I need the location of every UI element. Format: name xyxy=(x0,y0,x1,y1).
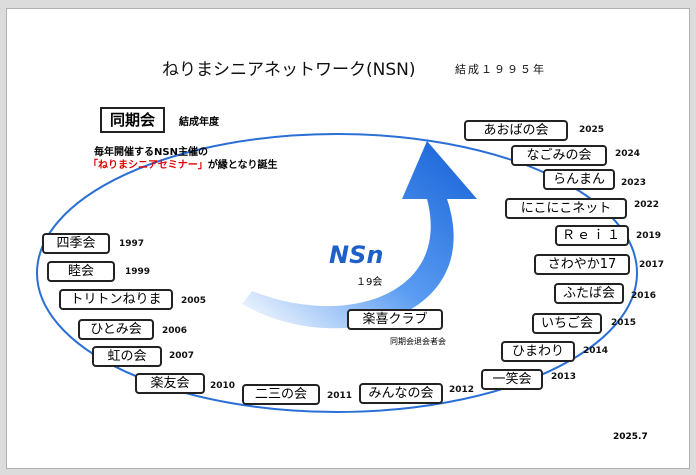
group-year-aoba-no-kai: 2025 xyxy=(579,125,605,135)
group-box-niji-no-kai: 虹の会 xyxy=(92,346,162,367)
network-ellipse xyxy=(36,133,638,413)
note-line-2: 「ねりまシニアセミナー」が縁となり誕生 xyxy=(88,156,278,171)
group-box-futabakai: ふたば会 xyxy=(554,283,624,304)
nsn-logo: NSn xyxy=(325,233,391,273)
group-box-triton-nerima: トリトンねりま xyxy=(59,289,173,310)
group-year-issyokai: 2013 xyxy=(551,372,577,382)
group-box-rakki-club: 楽喜クラブ xyxy=(347,309,443,330)
group-box-minna-no-kai: みんなの会 xyxy=(359,383,443,404)
group-box-nikoniko-net: にこにこネット xyxy=(505,198,627,219)
group-box-mutsumikai: 睦会 xyxy=(47,261,115,282)
group-year-himawari: 2014 xyxy=(583,346,609,356)
group-year-nagomi-no-kai: 2024 xyxy=(615,149,641,159)
page-title: ねりまシニアネットワーク(NSN) xyxy=(162,60,416,80)
group-box-nisan-no-kai: 二三の会 xyxy=(242,384,320,405)
cycle-graphic xyxy=(36,133,638,413)
group-box-ranman: らんまん xyxy=(543,169,615,190)
growth-arrow xyxy=(242,141,477,329)
group-year-shikikai: 1997 xyxy=(119,239,145,249)
group-box-issyokai: 一笑会 xyxy=(481,369,543,390)
group-year-rakuyukai: 2010 xyxy=(210,381,236,391)
group-year-nikoniko-net: 2022 xyxy=(634,200,660,210)
group-year-ranman: 2023 xyxy=(621,178,647,188)
group-year-ichigokai: 2015 xyxy=(611,318,637,328)
doki-label: 同期会 xyxy=(100,107,166,133)
note-line-1: 毎年開催するNSN主催の xyxy=(94,147,208,158)
rakki-club-note: 同期会退会者会 xyxy=(390,337,446,346)
group-box-aoba-no-kai: あおばの会 xyxy=(464,120,568,141)
group-year-rei1: 2019 xyxy=(636,231,662,241)
group-year-hitomikai: 2006 xyxy=(162,326,188,336)
group-year-triton-nerima: 2005 xyxy=(181,296,207,306)
group-year-niji-no-kai: 2007 xyxy=(169,351,195,361)
group-box-rei1: Ｒｅｉ１ xyxy=(555,225,629,246)
group-year-nisan-no-kai: 2011 xyxy=(327,391,353,401)
slide: ねりまシニアネットワーク(NSN) 結成１９９５年 同期会 結成年度 毎年開催す… xyxy=(6,8,690,469)
nsn-logo-mark: NSn xyxy=(329,241,383,269)
seminar-name: 「ねりまシニアセミナー」 xyxy=(88,160,208,171)
group-box-nagomi-no-kai: なごみの会 xyxy=(511,145,607,166)
note-line-2-rest: が縁となり誕生 xyxy=(207,160,278,171)
group-year-sawayaka17: 2017 xyxy=(639,260,665,270)
group-box-sawayaka17: さわやか17 xyxy=(534,254,630,275)
group-box-shikikai: 四季会 xyxy=(42,233,110,254)
established-year-label: 結成年度 xyxy=(179,117,219,128)
group-box-rakuyukai: 楽友会 xyxy=(135,373,205,394)
document-date: 2025.7 xyxy=(613,432,648,442)
group-box-himawari: ひまわり xyxy=(501,341,575,362)
nsn-logo-text: NSn xyxy=(329,241,383,269)
group-box-ichigokai: いちご会 xyxy=(532,313,602,334)
founded-year: 結成１９９５年 xyxy=(455,63,546,76)
group-count: １9会 xyxy=(356,277,383,288)
group-year-futabakai: 2016 xyxy=(631,291,657,301)
group-box-hitomikai: ひとみ会 xyxy=(78,319,154,340)
group-year-minna-no-kai: 2012 xyxy=(449,385,475,395)
group-year-mutsumikai: 1999 xyxy=(125,267,151,277)
